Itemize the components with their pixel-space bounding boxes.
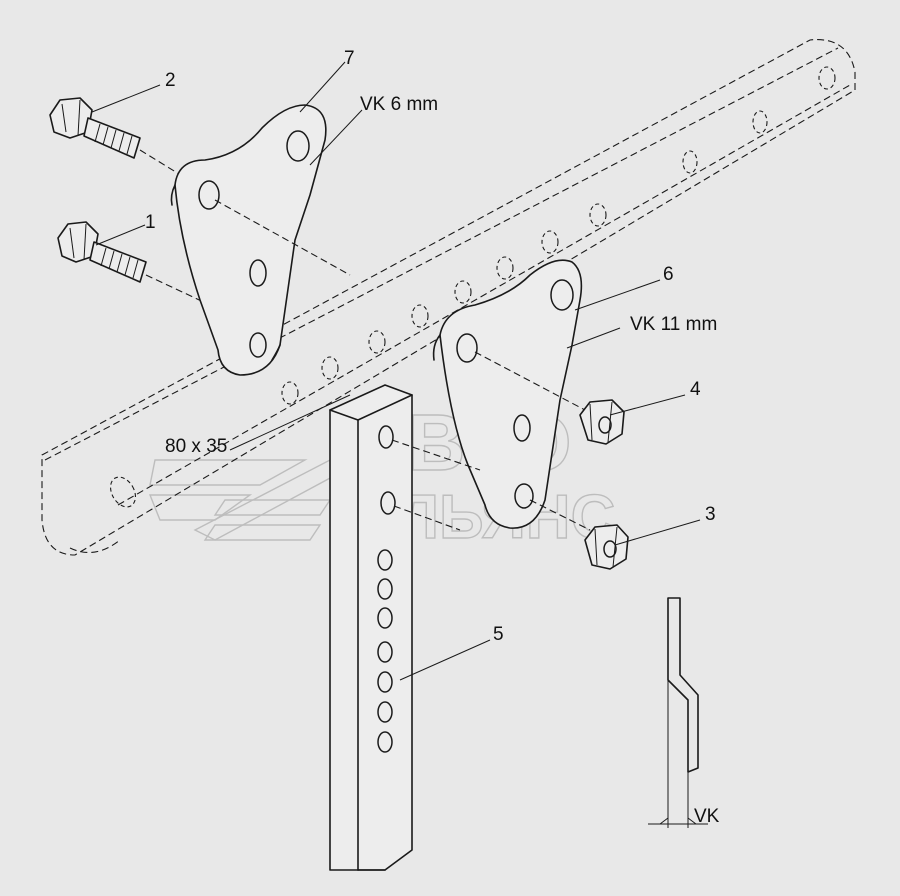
callout-1: 1	[145, 212, 156, 233]
vk-profile-detail	[648, 597, 708, 828]
frame-rail	[41, 39, 856, 556]
post-5	[329, 384, 481, 871]
nut-3	[584, 524, 629, 570]
bolt-1	[57, 221, 211, 306]
plate-7	[170, 104, 351, 376]
label-vk-detail: VK	[694, 806, 720, 827]
bolt-2	[49, 97, 206, 191]
callout-7: 7	[344, 48, 355, 69]
nut-4	[579, 399, 625, 445]
watermark-logo	[148, 459, 347, 541]
callout-5: 5	[493, 624, 504, 645]
callout-4: 4	[690, 379, 701, 400]
callout-2: 2	[165, 70, 176, 91]
plate-6	[432, 259, 591, 531]
callout-3: 3	[705, 504, 716, 525]
callout-6: 6	[663, 264, 674, 285]
leader-lines	[91, 61, 701, 681]
label-vk-11mm: VK 11 mm	[630, 314, 717, 335]
label-vk-6mm: VK 6 mm	[360, 94, 438, 115]
label-section-80x35: 80 x 35	[165, 436, 227, 457]
